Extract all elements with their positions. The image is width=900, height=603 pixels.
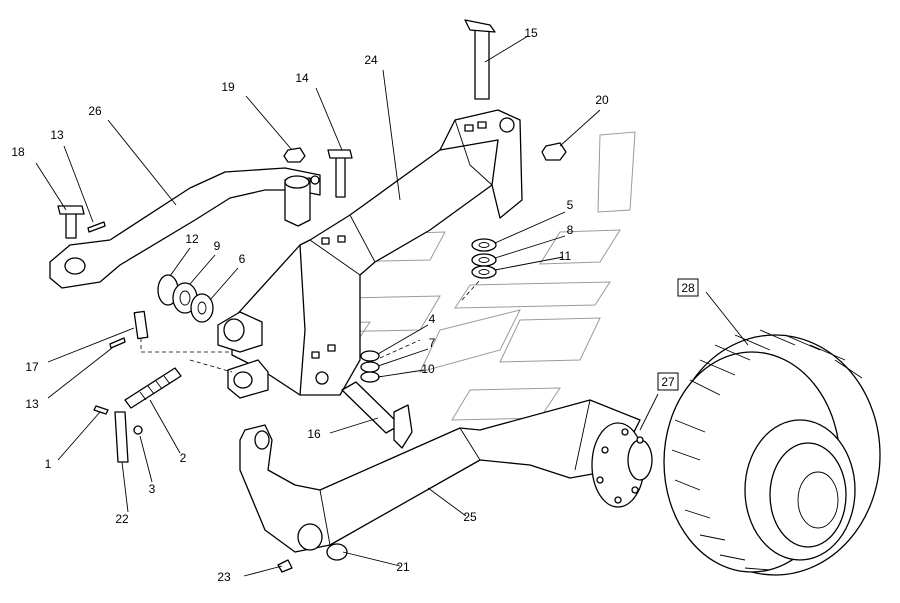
- leader-line-22: [121, 461, 129, 513]
- pin-15: [464, 19, 496, 100]
- leader-line-9: [189, 254, 216, 285]
- callout-label-3: 3: [149, 482, 156, 496]
- clip-13-top: [87, 221, 106, 233]
- leader-line-25: [427, 487, 467, 517]
- callout-label-13b: 13: [25, 397, 39, 411]
- wheel-28: [663, 329, 881, 576]
- leader-line-3: [139, 435, 153, 483]
- leader-line-4: [377, 324, 429, 355]
- callout-label-5: 5: [567, 198, 574, 212]
- leader-line-6: [209, 267, 239, 301]
- callout-label-21: 21: [396, 560, 410, 574]
- leader-line-2: [149, 399, 181, 454]
- callout-label-7: 7: [429, 336, 436, 350]
- leader-line-15: [484, 35, 529, 63]
- callout-label-25: 25: [463, 510, 477, 524]
- main-frame: [217, 109, 523, 399]
- leader-line-16: [329, 417, 379, 434]
- bolt-1: [93, 405, 109, 415]
- callout-label-26: 26: [88, 104, 102, 118]
- leader-line-13b: [47, 347, 113, 399]
- callout-label-6: 6: [239, 252, 246, 266]
- callout-label-15: 15: [524, 26, 538, 40]
- callout-label-11: 11: [559, 249, 572, 263]
- leader-line-27: [639, 393, 659, 431]
- callout-box-28: [677, 278, 699, 297]
- leader-line-21: [342, 551, 401, 567]
- washer-stack-right: [471, 238, 497, 279]
- pin-14: [327, 149, 353, 198]
- callout-label-16: 16: [307, 427, 321, 441]
- callout-label-2: 2: [180, 451, 187, 465]
- leader-line-20: [559, 109, 601, 147]
- leader-line-13a: [63, 145, 94, 223]
- callout-label-17: 17: [25, 360, 39, 374]
- nut-19: [283, 147, 306, 163]
- pin-16: [341, 381, 413, 449]
- nut-3: [133, 425, 143, 435]
- leader-line-24: [382, 69, 401, 201]
- callout-label-9: 9: [214, 239, 221, 253]
- leader-line-5: [494, 211, 566, 244]
- pin-22: [114, 411, 129, 463]
- leader-line-19: [245, 95, 293, 151]
- nut-20: [541, 142, 567, 161]
- washer-stack-left: [157, 274, 214, 323]
- leader-line-11: [494, 256, 564, 271]
- callout-label-14: 14: [295, 71, 309, 85]
- leader-line-10: [377, 369, 425, 378]
- leader-line-7: [377, 348, 429, 367]
- threaded-rod-2: [124, 367, 182, 409]
- callout-label-1: 1: [45, 457, 52, 471]
- leader-line-17: [47, 327, 135, 363]
- bolt-23: [277, 559, 293, 573]
- pin-18: [57, 205, 85, 239]
- leader-line-23: [243, 565, 283, 577]
- callout-label-24: 24: [364, 53, 378, 67]
- callout-label-18: 18: [11, 145, 25, 159]
- leader-line-12: [169, 247, 191, 277]
- drawbar: [49, 167, 321, 289]
- washer-stack-center: [360, 350, 380, 383]
- leader-line-8: [494, 235, 566, 259]
- callout-label-4: 4: [429, 312, 436, 326]
- pin-17: [133, 310, 149, 340]
- clip-13-left: [109, 337, 126, 349]
- callout-label-10: 10: [421, 362, 435, 376]
- bushing-21: [326, 543, 348, 561]
- callout-label-23: 23: [217, 570, 231, 584]
- leader-line-1: [57, 411, 101, 461]
- callout-label-28: 28: [681, 281, 695, 295]
- callout-label-12: 12: [185, 232, 199, 246]
- leader-line-26: [107, 119, 177, 206]
- axle-beam: [239, 399, 653, 553]
- callout-label-13a: 13: [50, 128, 64, 142]
- leader-line-28: [705, 291, 749, 346]
- callout-label-27: 27: [661, 375, 675, 389]
- callout-label-19: 19: [221, 80, 235, 94]
- leader-line-14: [315, 87, 343, 151]
- callout-label-22: 22: [115, 512, 129, 526]
- callout-label-20: 20: [595, 93, 609, 107]
- callout-box-27: [657, 372, 679, 391]
- leader-line-18: [35, 162, 67, 211]
- callout-label-8: 8: [567, 223, 574, 237]
